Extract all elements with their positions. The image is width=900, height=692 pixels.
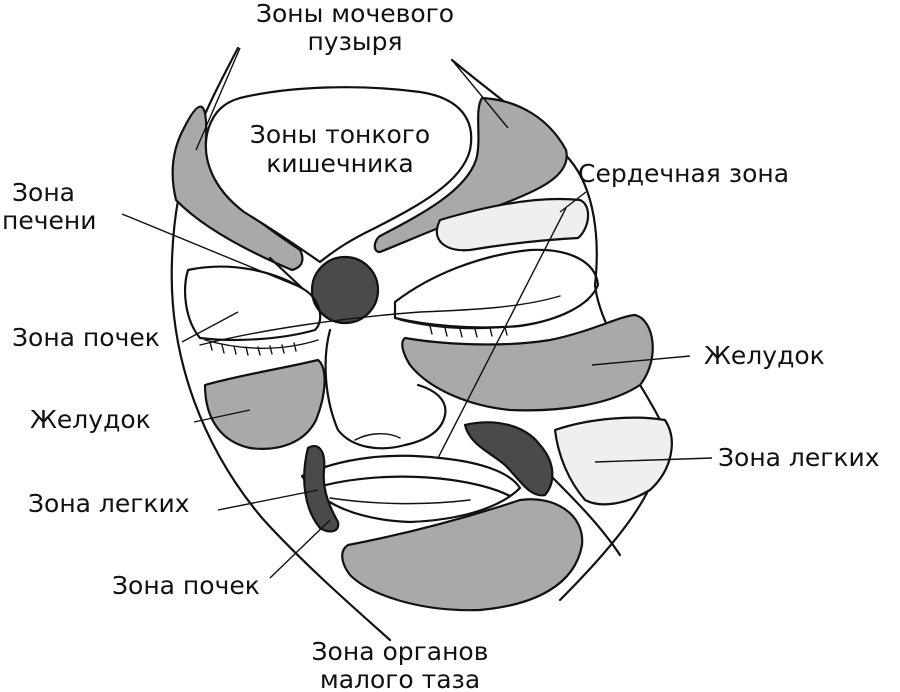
lung-zone-mouth-right: [463, 421, 554, 497]
label-stomach-right: Желудок: [704, 341, 825, 370]
cheek-line-right: [543, 468, 622, 557]
label-bladder: Зоны мочевого пузыря: [256, 0, 454, 56]
label-pelvic-line1: Зона органов: [312, 637, 489, 666]
bladder-zone-right: [373, 96, 568, 254]
stomach-zone-left: [203, 358, 326, 450]
label-heart: Сердечная зона: [578, 159, 789, 188]
label-kidneys-bottom: Зона почек: [112, 571, 260, 600]
pointer-lines: [121, 47, 713, 579]
label-lungs-left: Зона легких: [28, 489, 190, 518]
label-pelvic-line2: малого таза: [320, 665, 480, 692]
label-lungs-right: Зона легких: [718, 443, 880, 472]
nose: [324, 328, 447, 450]
stomach-zone-right: [401, 313, 654, 412]
label-bladder-line2: пузыря: [307, 27, 402, 56]
pelvic-zone: [341, 498, 584, 612]
eye-left: [184, 265, 322, 356]
label-liver: Зона печени: [2, 178, 96, 235]
label-pelvic: Зона органов малого таза: [312, 637, 489, 692]
eye-line: [199, 295, 561, 346]
liver-marker: [268, 256, 304, 290]
label-stomach-left: Желудок: [30, 405, 151, 434]
label-bladder-line1: Зоны мочевого: [256, 0, 454, 28]
label-small-intestine-line2: кишечника: [266, 149, 413, 178]
label-small-intestine-line1: Зоны тонкого: [250, 120, 430, 149]
liver-zone: [310, 255, 380, 325]
eye-right: [393, 248, 600, 338]
small-intestine-zone: [204, 86, 473, 264]
mouth: [300, 454, 522, 524]
label-liver-line2: печени: [2, 206, 96, 235]
label-liver-line1: Зона: [12, 178, 75, 207]
label-small-intestine: Зоны тонкого кишечника: [250, 120, 430, 178]
label-kidneys-left: Зона почек: [12, 323, 160, 352]
kidney-zone-mouth-left: [303, 444, 340, 533]
